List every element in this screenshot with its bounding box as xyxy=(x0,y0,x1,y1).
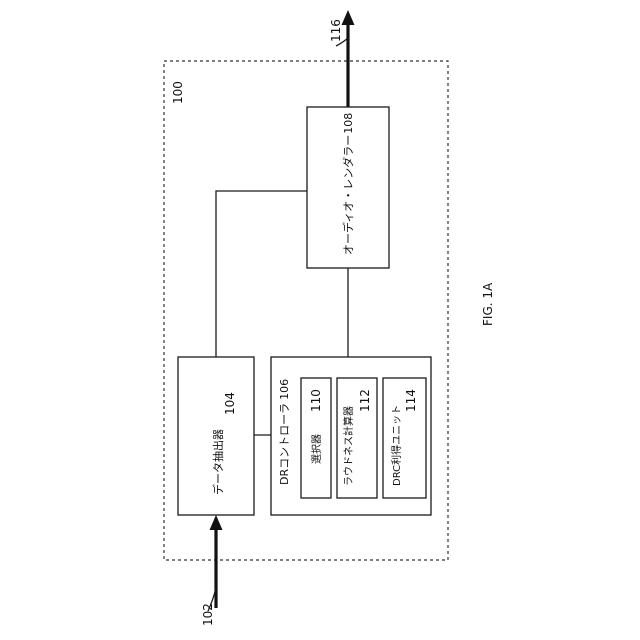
selector-label: 選択器 xyxy=(310,434,323,464)
input-arrowhead xyxy=(210,515,223,530)
drc-acquisition-unit-label: DRC利得ユニット xyxy=(391,405,403,486)
audio-renderer-label: オーディオ・レンダラー108 xyxy=(341,113,355,255)
loudness-calculator-label: ラウドネス計算器 xyxy=(342,406,355,486)
drc-acquisition-unit-ref: 114 xyxy=(404,389,418,412)
output-ref: 116 xyxy=(329,19,343,42)
extractor-to-renderer-line xyxy=(216,191,307,357)
audio-renderer-block: オーディオ・レンダラー108 xyxy=(307,107,389,268)
output-arrowhead xyxy=(342,10,355,25)
data-extractor-label: データ抽出器 xyxy=(211,429,225,495)
selector-block: 選択器 110 xyxy=(301,378,331,498)
loudness-calculator-block: ラウドネス計算器 112 xyxy=(337,378,377,498)
data-extractor-block: データ抽出器 104 xyxy=(178,357,254,515)
system-ref: 100 xyxy=(171,81,185,104)
data-extractor-ref: 104 xyxy=(223,392,237,415)
drc-controller-label: DRコントローラ106 xyxy=(278,379,291,485)
drc-acquisition-unit-block: DRC利得ユニット 114 xyxy=(383,378,426,498)
loudness-calculator-ref: 112 xyxy=(358,389,372,412)
input-ref: 102 xyxy=(201,603,215,626)
drc-controller-block: DRコントローラ106 選択器 110 ラウドネス計算器 112 DRC利得ユニ… xyxy=(271,357,431,515)
figure-caption: FIG. 1A xyxy=(481,282,495,326)
selector-ref: 110 xyxy=(309,389,323,412)
